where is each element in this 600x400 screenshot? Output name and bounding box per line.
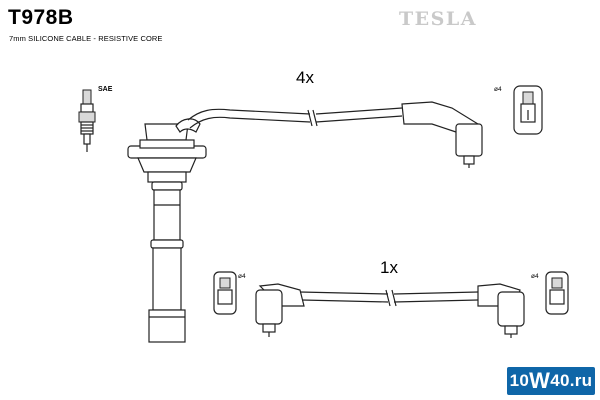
terminal-top <box>513 85 543 135</box>
long-cable <box>187 107 403 129</box>
brand-logo: TESLA <box>399 8 477 30</box>
coil-boot <box>127 118 207 343</box>
watermark-prefix: 10 <box>509 371 530 390</box>
spark-plug-icon <box>78 89 96 152</box>
watermark-suffix: 40.ru <box>550 371 593 390</box>
part-number: T978B <box>8 6 74 29</box>
terminal-diameter-top: ø4 <box>494 86 502 93</box>
watermark-middle: W <box>529 368 551 393</box>
terminal-bottom-left <box>213 271 237 315</box>
short-cable <box>255 283 525 338</box>
quantity-short-cable: 1x <box>380 258 398 277</box>
quantity-long-cable: 4x <box>296 68 314 87</box>
terminal-diameter-bottom-left: ø4 <box>238 273 246 280</box>
terminal-bottom-right <box>545 271 569 315</box>
terminal-diameter-bottom-right: ø4 <box>531 273 539 280</box>
product-description: 7mm SILICONE CABLE - RESISTIVE CORE <box>9 34 163 43</box>
spark-plug-standard-label: SAE <box>98 86 113 93</box>
right-angle-boot-top <box>401 101 483 168</box>
